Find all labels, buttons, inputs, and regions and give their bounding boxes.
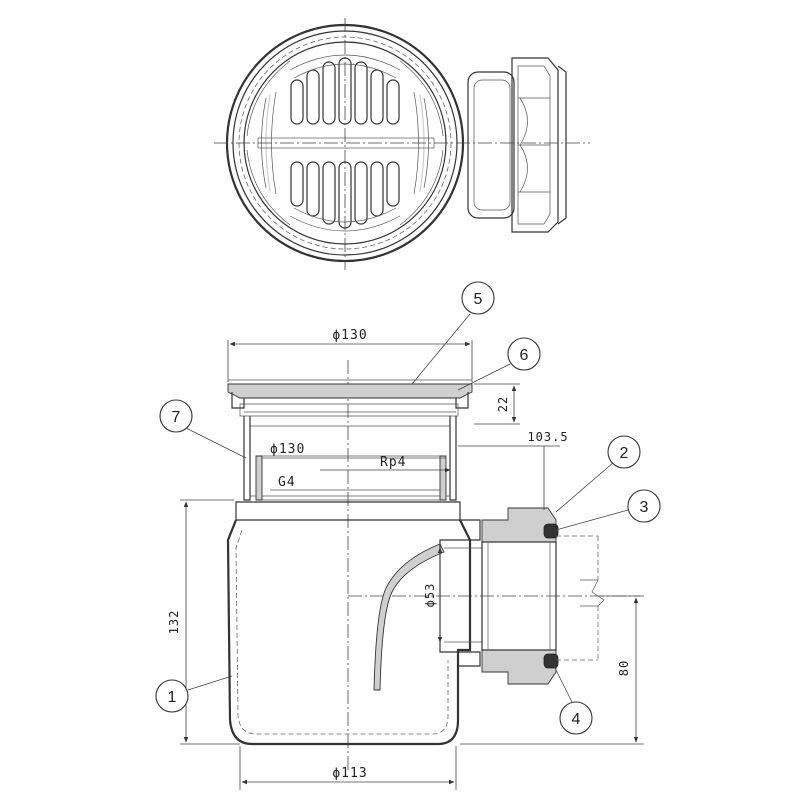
callouts: 5 6 7 2 3 4 1 [155,281,661,735]
dim-outlet-diameter: ϕ53 [423,583,437,608]
svg-text:4: 4 [572,711,581,728]
svg-text:6: 6 [520,347,529,364]
callout-6 [507,337,541,371]
svg-text:1: 1 [168,689,177,706]
callout-1 [155,679,189,713]
dimensions: ϕ130 22 103.5 ϕ130 Rp4 G4 ϕ53 132 80 [167,328,644,790]
callout-7 [159,399,193,433]
callout-2 [607,435,641,469]
grate-flange [227,383,473,399]
dim-base-diameter: ϕ113 [332,766,367,781]
svg-text:3: 3 [640,499,649,516]
svg-text:7: 7 [172,409,181,426]
callout-5 [461,281,495,315]
trap-body [226,519,472,746]
outlet-nut-top [467,57,567,233]
dim-thread-g: G4 [278,475,296,490]
dim-inner-diameter: ϕ130 [270,442,305,457]
partition-wall [373,543,445,691]
dim-outlet-height: 80 [617,660,631,676]
svg-text:5: 5 [474,291,483,308]
dim-body-height: 132 [167,610,181,635]
dim-flange-height: 22 [496,396,510,412]
top-view [214,18,590,270]
seal-ring-bottom [543,653,559,669]
svg-text:2: 2 [620,445,629,462]
dim-thread-rp: Rp4 [380,455,406,470]
dim-top-diameter: ϕ130 [332,328,367,343]
section-view [226,360,640,770]
dim-outlet-offset: 103.5 [527,430,568,444]
seal-ring-top [543,523,559,539]
callout-3 [627,489,661,523]
callout-4 [559,701,593,735]
